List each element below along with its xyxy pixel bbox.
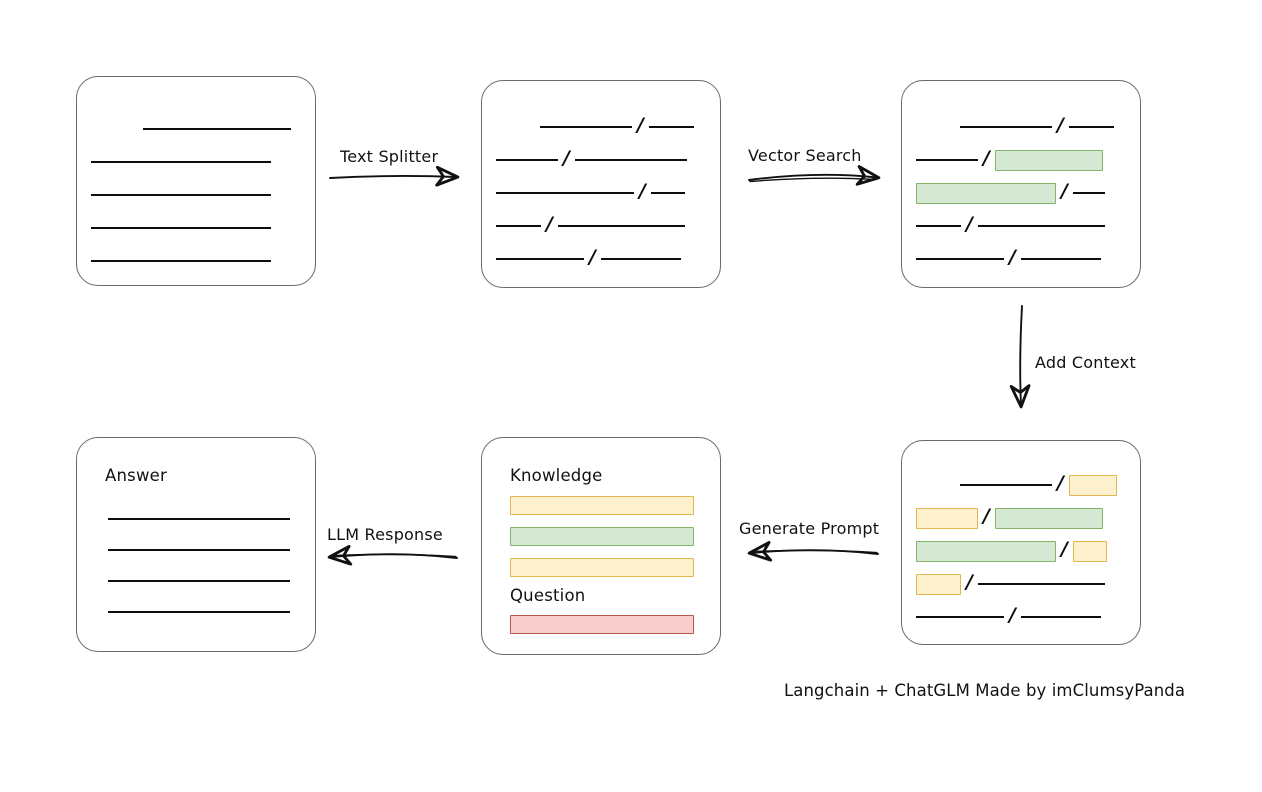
edge-label-llm-response: LLM Response bbox=[327, 525, 443, 544]
document-line-row: / bbox=[482, 245, 720, 268]
document-line-row: / bbox=[482, 146, 720, 169]
question-bar bbox=[510, 615, 694, 634]
text-rule bbox=[496, 159, 558, 161]
text-rule bbox=[143, 128, 291, 130]
text-rule bbox=[1020, 258, 1101, 260]
edge-vector-search bbox=[748, 165, 881, 186]
chunked-document-box[interactable]: / / / / / bbox=[481, 80, 721, 288]
answer-box[interactable]: Answer bbox=[76, 437, 316, 652]
retrieved-document-box[interactable]: / / / / / bbox=[901, 80, 1141, 288]
text-rule bbox=[916, 159, 978, 161]
answer-label: Answer bbox=[105, 466, 167, 485]
text-rule bbox=[916, 225, 961, 227]
text-rule bbox=[916, 258, 1004, 260]
document-line-row: / bbox=[902, 245, 1140, 268]
edge-generate-prompt bbox=[747, 540, 879, 562]
answer-line bbox=[108, 580, 290, 582]
chunk-separator: / bbox=[1061, 179, 1068, 202]
text-rule bbox=[960, 126, 1052, 128]
chunk-separator: / bbox=[639, 179, 646, 202]
answer-line bbox=[108, 518, 290, 520]
highlight-chip-green bbox=[994, 507, 1103, 529]
question-label: Question bbox=[510, 586, 586, 605]
document-line-row bbox=[77, 219, 315, 237]
text-rule bbox=[1072, 192, 1105, 194]
highlight-chip-yellow bbox=[916, 507, 978, 529]
knowledge-label: Knowledge bbox=[510, 466, 603, 485]
highlight-chip-yellow bbox=[1072, 540, 1107, 562]
text-rule bbox=[977, 583, 1105, 585]
prompt-box[interactable]: Knowledge Question bbox=[481, 437, 721, 655]
chunk-separator: / bbox=[1057, 113, 1064, 136]
text-rule bbox=[916, 616, 1004, 618]
document-line-row: / bbox=[482, 113, 720, 136]
chunk-separator: / bbox=[637, 113, 644, 136]
context-document-box[interactable]: / / / / / bbox=[901, 440, 1141, 645]
edge-label-add-context: Add Context bbox=[1035, 353, 1136, 372]
document-line-row: / bbox=[902, 603, 1140, 626]
document-line-row bbox=[77, 153, 315, 171]
text-rule bbox=[650, 192, 685, 194]
document-line-row: / bbox=[902, 179, 1140, 204]
knowledge-bar-2 bbox=[510, 527, 694, 546]
document-line-row: / bbox=[482, 179, 720, 202]
edge-text-splitter bbox=[329, 165, 460, 187]
text-rule bbox=[91, 260, 271, 262]
knowledge-bar-3 bbox=[510, 558, 694, 577]
text-rule bbox=[1020, 616, 1101, 618]
document-line-row: / bbox=[482, 212, 720, 235]
source-document-box[interactable] bbox=[76, 76, 316, 286]
chunk-separator: / bbox=[966, 212, 973, 235]
document-line-row: / bbox=[902, 471, 1140, 496]
text-rule bbox=[1068, 126, 1114, 128]
text-rule bbox=[496, 258, 584, 260]
document-line-row: / bbox=[902, 504, 1140, 529]
highlight-chip-yellow bbox=[916, 573, 961, 595]
text-rule bbox=[91, 161, 271, 163]
chunk-separator: / bbox=[563, 146, 570, 169]
document-line-row bbox=[77, 186, 315, 204]
document-line-row: / bbox=[902, 537, 1140, 562]
text-rule bbox=[648, 126, 694, 128]
highlight-chip-green bbox=[916, 540, 1056, 562]
chunk-separator: / bbox=[966, 570, 973, 593]
chunk-separator: / bbox=[1061, 537, 1068, 560]
answer-line bbox=[108, 549, 290, 551]
highlight-chip-yellow bbox=[1068, 474, 1117, 496]
credit-text: Langchain + ChatGLM Made by imClumsyPand… bbox=[784, 681, 1186, 700]
document-line-row: / bbox=[902, 570, 1140, 595]
highlight-chip-green bbox=[916, 182, 1056, 204]
document-line-row bbox=[77, 120, 315, 138]
chunk-separator: / bbox=[1009, 245, 1016, 268]
edge-label-text-splitter: Text Splitter bbox=[340, 147, 439, 166]
chunk-separator: / bbox=[1009, 603, 1016, 626]
edge-add-context bbox=[1009, 305, 1031, 409]
chunk-separator: / bbox=[983, 146, 990, 169]
chunk-separator: / bbox=[546, 212, 553, 235]
text-rule bbox=[977, 225, 1105, 227]
text-rule bbox=[600, 258, 681, 260]
text-rule bbox=[496, 192, 634, 194]
document-line-row bbox=[77, 252, 315, 270]
text-rule bbox=[91, 194, 271, 196]
chunk-separator: / bbox=[1057, 471, 1064, 494]
text-rule bbox=[496, 225, 541, 227]
text-rule bbox=[574, 159, 687, 161]
text-rule bbox=[557, 225, 685, 227]
answer-line bbox=[108, 611, 290, 613]
chunk-separator: / bbox=[589, 245, 596, 268]
edge-llm-response bbox=[327, 544, 458, 566]
text-rule bbox=[960, 484, 1052, 486]
document-line-row: / bbox=[902, 146, 1140, 171]
highlight-chip-green bbox=[994, 149, 1103, 171]
document-line-row: / bbox=[902, 212, 1140, 235]
edge-label-vector-search: Vector Search bbox=[748, 146, 862, 165]
document-line-row: / bbox=[902, 113, 1140, 136]
knowledge-bar-1 bbox=[510, 496, 694, 515]
text-rule bbox=[540, 126, 632, 128]
edge-label-generate-prompt: Generate Prompt bbox=[739, 519, 880, 538]
text-rule bbox=[91, 227, 271, 229]
chunk-separator: / bbox=[983, 504, 990, 527]
